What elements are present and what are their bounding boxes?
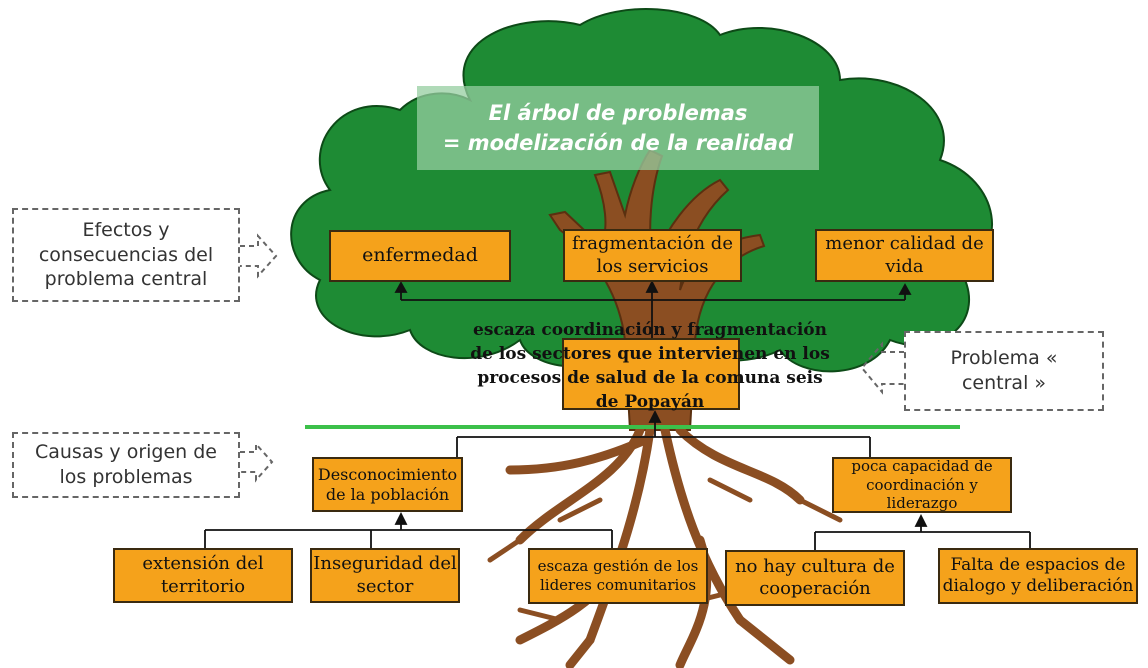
side-arrows <box>240 233 904 483</box>
root-cause-box-territorio: extensión del territorio <box>113 548 293 603</box>
effect-box-calidad-vida: menor calidad de vida <box>815 229 994 282</box>
cause-box-desconocimiento: Desconocimiento de la población <box>312 457 463 512</box>
effects-side-label: Efectos y consecuencias del problema cen… <box>12 208 240 302</box>
cause-box-liderazgo: poca capacidad de coordinación y lideraz… <box>832 457 1012 513</box>
causes-side-label: Causas y origen de los problemas <box>12 432 240 498</box>
central-problem-side-label: Problema « central » <box>904 331 1104 411</box>
banner-title-line1: El árbol de problemas <box>488 100 748 125</box>
banner-title-line2: = modelización de la realidad <box>442 131 794 155</box>
effect-box-fragmentacion: fragmentación de los servicios <box>563 229 742 282</box>
central-problem-text: escaza coordinación y fragmentación de l… <box>470 320 830 413</box>
root-cause-box-cultura-cooperacion: no hay cultura de cooperación <box>725 550 905 606</box>
root-cause-box-gestion-lideres: escaza gestión de los lideres comunitari… <box>528 548 708 604</box>
root-connectors <box>204 511 1031 550</box>
effect-box-enfermedad: enfermedad <box>329 230 511 282</box>
cause-connectors <box>456 409 871 457</box>
root-cause-box-espacios-dialogo: Falta de espacios de dialogo y deliberac… <box>938 548 1138 604</box>
effect-connectors <box>394 279 912 340</box>
diagram-title-banner: El árbol de problemas = modelización de … <box>417 86 819 170</box>
central-problem-box <box>562 338 740 410</box>
root-cause-box-inseguridad: Inseguridad del sector <box>310 548 460 603</box>
